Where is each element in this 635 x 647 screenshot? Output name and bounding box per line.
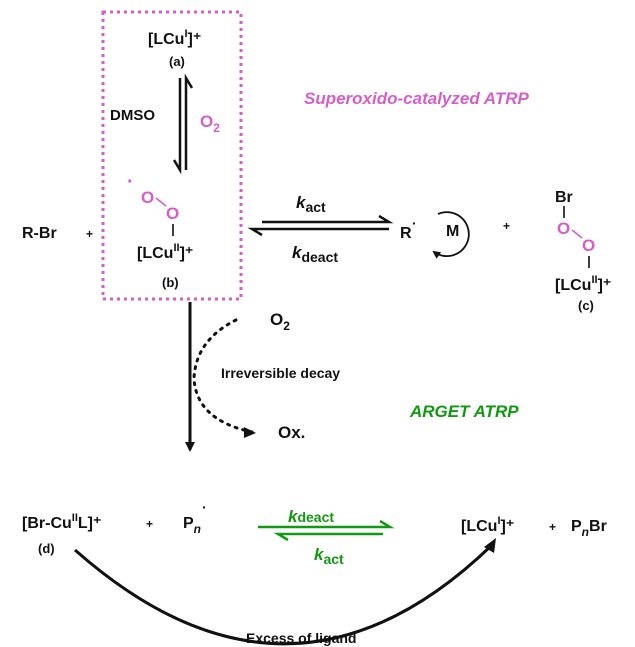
species-a-ox: I [184,28,187,40]
o2-pink-sub: 2 [213,121,220,135]
o2-consumption-dotted-arrow [192,318,254,434]
species-a-base: [LCu [148,31,184,48]
forward-arrow-green [258,519,395,529]
pnbr-tail: Br [589,518,607,535]
lcu1-ox: I [497,515,500,527]
pnbr-product: PnBr [571,518,607,539]
bond-o-o-c [571,229,583,239]
pnbr-sub: n [582,525,589,539]
species-b-label: (b) [162,275,179,290]
monomer-addition-loop [432,211,470,259]
o2-black-sub: 2 [283,319,290,333]
species-b-charge: ]⁺ [180,245,194,262]
arget-title: ARGET ATRP [409,402,519,421]
superoxido-catalytic-box [101,10,243,301]
species-d-charge: L]⁺ [78,515,102,532]
pn-sub: n [194,522,201,536]
species-c-label: (c) [578,298,594,313]
radical-r: R [400,225,412,242]
kact-top-sub: act [305,199,326,215]
lcu1-base: [LCu [461,518,497,535]
kdeact-green: kdeact [288,507,334,526]
species-b: [LCuII]⁺ [137,242,193,262]
equilibrium-arrow-up [184,73,194,170]
dmso-label: DMSO [110,107,155,124]
species-d: [Br-CuIIL]⁺ [22,512,101,532]
kact-green-sub: act [323,551,344,567]
radical-dot-b: · [127,171,134,193]
species-a-charge: ]⁺ [188,31,202,48]
species-b-base: [LCu [137,245,173,262]
oxygen-b-1: O [141,188,154,207]
irreversible-decay-label: Irreversible decay [221,365,340,381]
radical-dot-r: · [412,215,417,231]
kact-top: kact [296,193,326,215]
excess-ligand-label: Excess of ligand [246,630,356,646]
oxygen-c-2: O [582,236,595,255]
reverse-arrow-top [247,227,389,237]
lcu1-charge: ]⁺ [501,518,515,535]
superoxido-title: Superoxido-catalyzed ATRP [304,89,529,108]
species-c: [LCuII]⁺ [555,274,611,294]
oxygen-b-2: O [166,204,179,223]
species-a: [LCuI]⁺ [148,28,201,48]
lcu1-product: [LCuI]⁺ [461,515,514,535]
species-c-base: [LCu [555,277,591,294]
kact-green: kact [314,545,344,567]
monomer-m: M [446,223,459,240]
species-d-base: [Br-Cu [22,515,72,532]
o2-black-label: O2 [270,310,290,333]
bond-o-o-b [155,197,167,207]
pn-base: P [183,515,194,532]
o2-black-base: O [270,310,283,329]
kact-top-k: k [296,193,307,212]
kdeact-green-sub: deact [297,509,334,525]
o2-pink-label: O2 [200,112,220,135]
plus-d: + [146,517,153,531]
ligand-reduction-arc [74,543,494,646]
oxygen-c-1: O [557,219,570,238]
species-a-label: (a) [169,54,185,69]
equilibrium-arrow-down [172,78,182,175]
species-d-ox: II [72,512,78,524]
species-c-charge: ]⁺ [598,277,612,294]
forward-arrow-top [262,214,394,224]
species-b-ox: II [173,242,179,254]
plus-c: + [503,219,510,233]
o2-consumption-arrowhead [244,427,256,438]
kdeact-top: kdeact [292,243,338,265]
o2-pink-base: O [200,112,213,131]
kact-green-k: k [314,545,325,564]
bromine-c: Br [555,189,573,206]
radical-dot-pn: · [202,499,207,515]
kdeact-top-k: k [292,243,303,262]
ligand-reduction-arrowhead [484,538,496,553]
kdeact-green-k: k [288,507,299,526]
pnbr-base: P [571,518,582,535]
plus-rbr: + [86,227,93,241]
species-d-label: (d) [38,541,55,556]
ox-label: Ox. [278,423,305,442]
species-c-ox: II [591,274,597,286]
r-br: R-Br [22,225,57,242]
kdeact-top-sub: deact [301,249,338,265]
reverse-arrow-green [273,532,383,542]
plus-pnbr: + [549,520,556,534]
pn-radical: Pn [183,515,201,536]
